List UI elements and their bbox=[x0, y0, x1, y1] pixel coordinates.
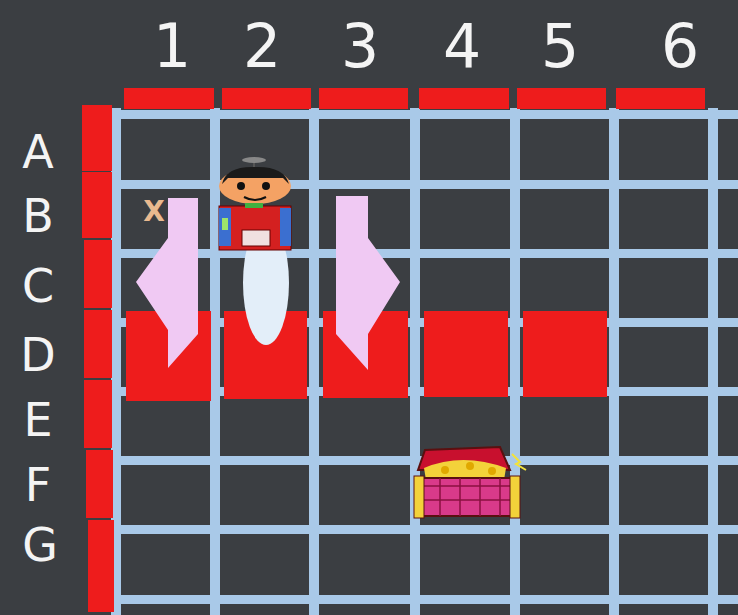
column-number: 5 bbox=[541, 16, 579, 76]
row-letter: D bbox=[20, 332, 55, 378]
row-letter: C bbox=[22, 263, 54, 309]
column-number: 4 bbox=[443, 16, 481, 76]
left-arrow bbox=[136, 198, 198, 368]
left-walls bbox=[82, 105, 114, 612]
row-letter: B bbox=[22, 193, 54, 239]
column-number: 6 bbox=[661, 16, 699, 76]
column-number: 3 bbox=[341, 16, 379, 76]
top-walls bbox=[124, 88, 705, 109]
row-letter: E bbox=[23, 397, 52, 443]
column-number: 2 bbox=[243, 16, 281, 76]
row-letter: A bbox=[22, 129, 53, 175]
treasure-chest bbox=[414, 447, 526, 518]
x-mark: X bbox=[143, 198, 165, 226]
row-letter: G bbox=[22, 522, 58, 568]
robot-figure bbox=[219, 157, 291, 250]
right-arrow bbox=[336, 196, 400, 370]
row-letter: F bbox=[25, 462, 51, 508]
column-number: 1 bbox=[153, 16, 191, 76]
grid-lines bbox=[111, 108, 738, 615]
